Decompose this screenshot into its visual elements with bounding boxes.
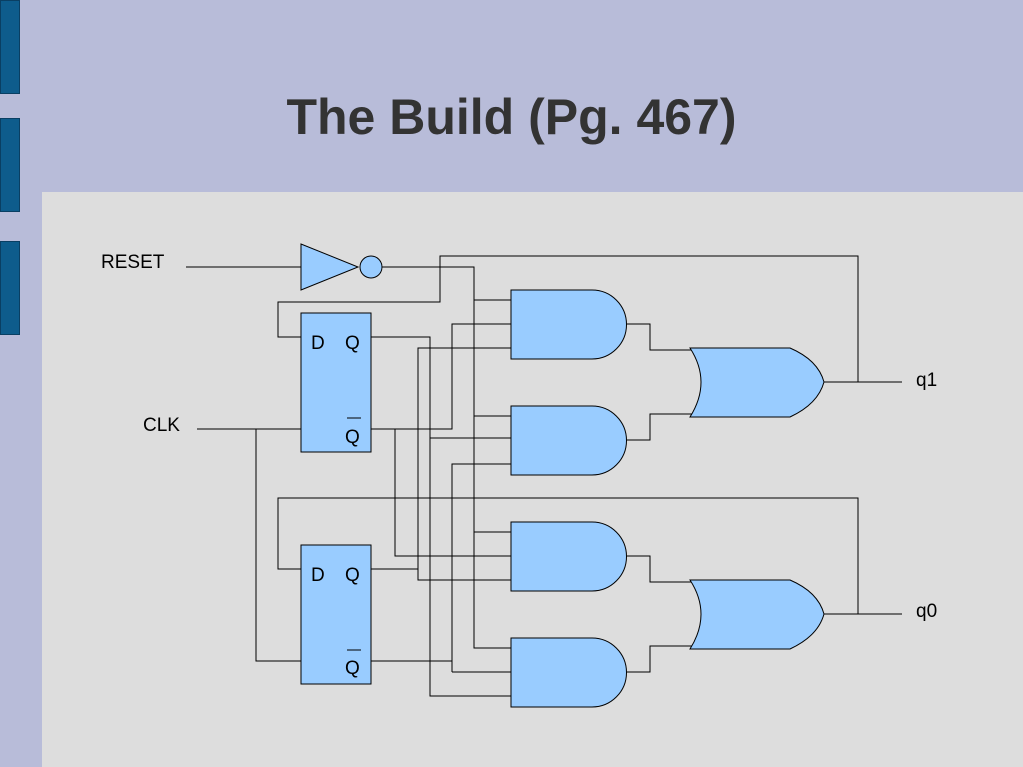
ff2-d-label: D (311, 565, 325, 586)
ff1-qbar-label: Q (345, 427, 360, 448)
and-gate-1 (510, 289, 627, 360)
not-gate-bubble (359, 255, 383, 279)
and-gate-3 (510, 521, 627, 592)
and-gate-4 (510, 637, 627, 708)
ff2-qbar-label: Q (345, 658, 360, 679)
q0-feedback-wire (277, 497, 859, 614)
ff2-q-label: Q (345, 565, 360, 586)
and1-to-or1 (627, 323, 703, 351)
q1-output-label: q1 (916, 370, 937, 391)
q0-output-label: q0 (916, 601, 937, 622)
or-gate-2 (689, 579, 825, 650)
ff2-qbar-to-and2 (371, 463, 511, 662)
reset-bar-to-and4 (473, 532, 511, 649)
and2-to-or1 (627, 413, 703, 441)
side-tab-3 (0, 241, 20, 335)
flipflop-2 (300, 544, 372, 685)
and4-to-or2 (627, 645, 703, 673)
q1-feedback-wire (277, 255, 859, 382)
clk-label: CLK (143, 415, 180, 436)
ff1-qbar-to-and3 (371, 428, 511, 557)
ff1-d-label: D (311, 333, 325, 354)
side-tab-1 (0, 0, 20, 94)
and3-to-or2 (627, 555, 703, 583)
clk-to-ff2-wire (255, 429, 301, 662)
reset-label: RESET (101, 252, 165, 273)
or-gate-1 (689, 347, 825, 418)
reset-bar-to-and3 (473, 416, 511, 533)
slide-title: The Build (Pg. 467) (286, 89, 737, 145)
ff2-q-to-and1 (371, 347, 511, 570)
reset-bar-to-and2 (473, 300, 511, 417)
side-tab-2 (0, 118, 20, 212)
ff1-q-to-and4 (429, 438, 511, 697)
not-gate (300, 243, 360, 291)
ff1-q-to-and2 (371, 336, 511, 439)
reset-bar-to-and1 (382, 266, 511, 301)
ff1-qbar-to-and1 (395, 323, 511, 430)
ff2-q-to-and3 (417, 569, 511, 581)
flipflop-1 (300, 312, 372, 453)
ff1-q-label: Q (345, 333, 360, 354)
and-gate-2 (510, 405, 627, 476)
